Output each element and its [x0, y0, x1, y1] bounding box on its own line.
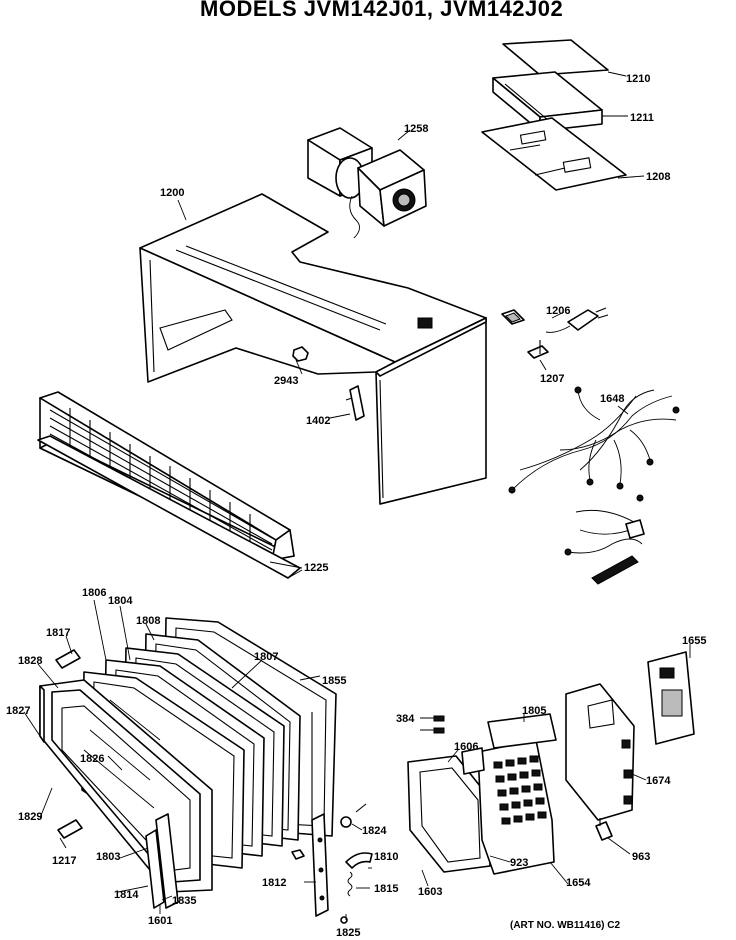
spring-1815 [347, 871, 353, 897]
label-1826: 1826 [80, 753, 104, 765]
overlay-1805 [487, 713, 557, 749]
vent-cover-1210 [502, 39, 609, 76]
label-1674: 1674 [646, 775, 671, 787]
part-labels: 1210 1211 1208 1258 1200 1206 1207 2943 … [6, 73, 706, 939]
cord-clamp-1207 [527, 340, 549, 359]
control-panel-923 [477, 739, 555, 875]
label-1812: 1812 [262, 877, 286, 889]
label-1804: 1804 [108, 595, 133, 607]
window-screen-1826 [61, 705, 191, 871]
label-1825: 1825 [336, 927, 360, 939]
power-cord-1206 [545, 307, 609, 333]
label-1827: 1827 [6, 705, 30, 717]
blower-motor-1258 [307, 127, 427, 239]
label-1835: 1835 [172, 895, 196, 907]
label-1258: 1258 [404, 123, 428, 135]
label-1402: 1402 [306, 415, 330, 427]
leader-lines [23, 71, 691, 920]
hinge-1217 [57, 819, 83, 839]
mounting-plate-1208 [481, 117, 627, 191]
page-title: MODELS JVM142J01, JVM142J02 [200, 0, 564, 21]
label-384: 384 [396, 713, 415, 725]
label-1817: 1817 [46, 627, 70, 639]
label-1200: 1200 [160, 187, 184, 199]
label-1601: 1601 [148, 915, 172, 927]
label-1829: 1829 [18, 811, 42, 823]
label-1648: 1648 [600, 393, 624, 405]
label-1815: 1815 [374, 883, 398, 895]
label-1211: 1211 [630, 112, 654, 124]
label-2943: 2943 [274, 375, 298, 387]
label-1810: 1810 [374, 851, 398, 863]
clips-384 [433, 715, 445, 734]
keypad-buttons [493, 755, 547, 825]
label-1808: 1808 [136, 615, 160, 627]
screw-1824 [340, 803, 367, 828]
grommet-2943 [292, 346, 309, 362]
wire-harness-1648 [508, 386, 680, 585]
cavity-wrapper-1200 [139, 193, 487, 505]
label-1210: 1210 [626, 73, 650, 85]
screw-1825 [340, 916, 348, 924]
circuit-board-1655 [647, 651, 695, 745]
label-1803: 1803 [96, 851, 120, 863]
control-frame-1603 [407, 755, 491, 873]
hinge-1817 [55, 649, 81, 669]
label-1225: 1225 [304, 562, 328, 574]
label-1603: 1603 [418, 886, 442, 898]
art-number: (ART NO. WB11416) C2 [510, 920, 620, 931]
label-1805: 1805 [522, 705, 546, 717]
label-1217: 1217 [52, 855, 76, 867]
label-1655: 1655 [682, 635, 706, 647]
label-1606: 1606 [454, 741, 478, 753]
label-1207: 1207 [540, 373, 564, 385]
label-963: 963 [632, 851, 650, 863]
label-1824: 1824 [362, 825, 387, 837]
membrane-1654 [461, 747, 485, 775]
lever-1810 [345, 852, 373, 869]
terminal-block [501, 309, 525, 325]
label-1806: 1806 [82, 587, 106, 599]
label-1206: 1206 [546, 305, 570, 317]
label-1828: 1828 [18, 655, 42, 667]
label-1208: 1208 [646, 171, 670, 183]
label-1654: 1654 [566, 877, 591, 889]
handle-1835 [155, 813, 179, 909]
bracket-1402 [345, 385, 365, 421]
label-1855: 1855 [322, 675, 346, 687]
vent-grille-1225 [37, 391, 301, 579]
control-board-1674 [565, 683, 635, 821]
label-1814: 1814 [114, 889, 139, 901]
switch-963 [595, 818, 613, 841]
label-923: 923 [510, 857, 528, 869]
grille-slots [49, 408, 273, 557]
latch-1814 [145, 829, 165, 909]
latch-plate-1812 [291, 813, 329, 917]
label-1807: 1807 [254, 651, 278, 663]
